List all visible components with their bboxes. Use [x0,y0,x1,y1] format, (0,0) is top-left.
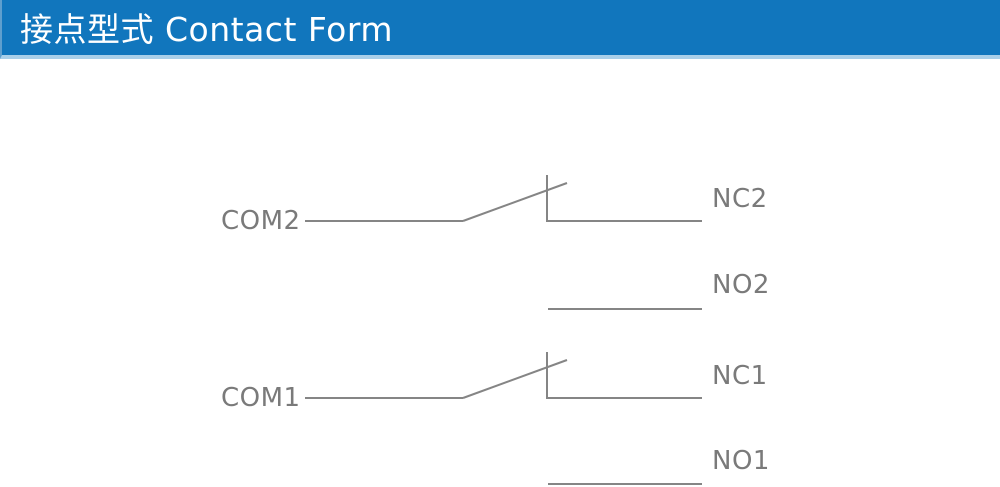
nc1-label: NC1 [712,361,768,391]
pole1-lines [305,352,702,485]
com1-label: COM1 [221,383,301,413]
nc2-label: NC2 [712,184,768,214]
no1-label: NO1 [712,446,770,476]
pole2-lines [305,175,702,310]
section-header: 接点型式 Contact Form [0,0,1000,59]
com1-switch-arm [462,359,568,399]
section-title: 接点型式 Contact Form [20,9,393,49]
com2-label: COM2 [221,206,301,236]
no2-label: NO2 [712,270,770,300]
com2-switch-arm [462,182,568,222]
